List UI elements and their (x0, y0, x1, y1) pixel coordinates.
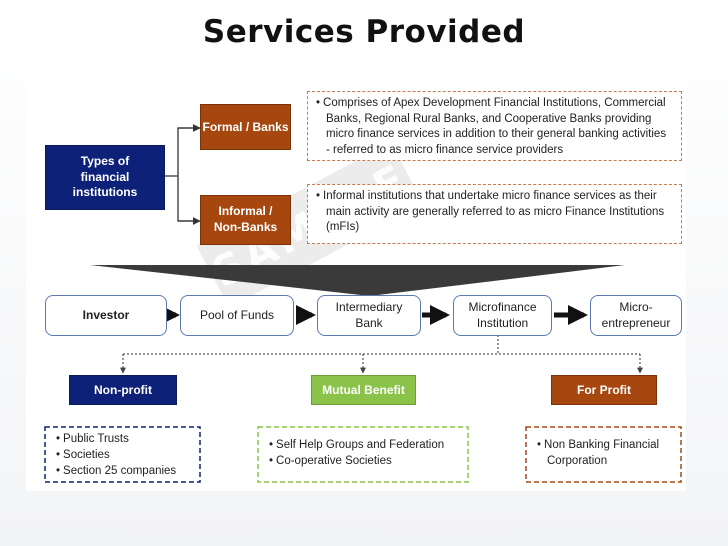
flow-micro-entrepreneur: Micro-entrepreneur (590, 295, 682, 336)
list-item: Section 25 companies (63, 463, 189, 479)
types-of-institutions-box: Types of financial institutions (45, 145, 165, 210)
flow-label-investor: Investor (82, 307, 130, 322)
flow-intermediary-bank: Intermediary Bank (317, 295, 421, 336)
formal-description-note: Comprises of Apex Development Financial … (307, 91, 682, 161)
list-item: Self Help Groups and Federation (276, 437, 457, 453)
mutual-list-border (257, 426, 469, 483)
list-item: Non Banking Financial Corporation (544, 437, 670, 469)
flow-pool-of-funds: Pool of Funds (180, 295, 294, 336)
mutual-label: Mutual Benefit (322, 383, 405, 397)
flow-label-mfi: Microfinance Institution (468, 299, 537, 330)
formal-note-text: Comprises of Apex Development Financial … (323, 96, 673, 158)
funnel-shape (90, 265, 625, 296)
informal-description-note: Informal institutions that undertake mic… (307, 184, 682, 244)
page-title: Services Provided (202, 14, 526, 50)
informal-box-label: Informal / Non-Banks (213, 204, 278, 234)
formal-banks-box: Formal / Banks (200, 104, 291, 150)
mutual-list: Self Help Groups and Federation Co-opera… (259, 428, 467, 481)
informal-nonbanks-box: Informal / Non-Banks (200, 195, 291, 245)
types-box-label: Types of financial institutions (72, 154, 138, 200)
flow-investor: Investor (45, 295, 167, 336)
flow-label-pool: Pool of Funds (199, 307, 275, 322)
forprofit-list-border (525, 426, 682, 483)
nonprofit-list: Public Trusts Societies Section 25 compa… (46, 428, 199, 481)
list-item: Societies (63, 447, 189, 463)
forprofit-list: Non Banking Financial Corporation (527, 428, 680, 481)
forprofit-label: For Profit (577, 383, 631, 397)
forprofit-category-box: For Profit (551, 375, 657, 405)
nonprofit-category-box: Non-profit (69, 375, 177, 405)
flow-label-entrepreneur: Micro-entrepreneur (601, 299, 671, 330)
dotted-distribution (123, 335, 640, 355)
nonprofit-list-border (44, 426, 201, 483)
branch-connector (165, 127, 198, 222)
formal-box-label: Formal / Banks (202, 120, 289, 134)
flow-microfinance-institution: Microfinance Institution (453, 295, 552, 336)
flow-label-intermediary: Intermediary Bank (335, 299, 403, 330)
list-item: Co-operative Societies (276, 453, 457, 469)
nonprofit-label: Non-profit (94, 383, 152, 397)
informal-note-text: Informal institutions that undertake mic… (323, 189, 673, 236)
list-item: Public Trusts (63, 431, 189, 447)
mutual-benefit-category-box: Mutual Benefit (311, 375, 416, 405)
